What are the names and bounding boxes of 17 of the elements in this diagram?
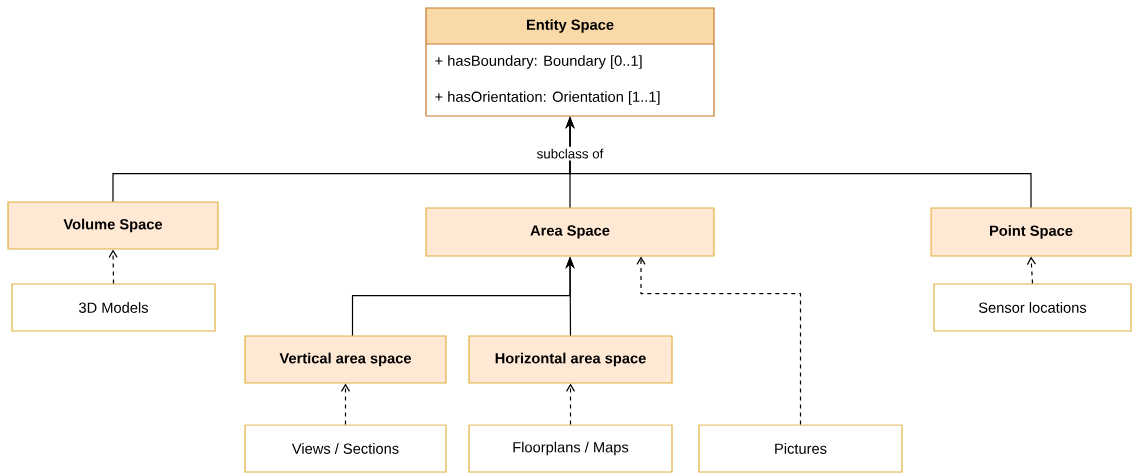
arrow bbox=[565, 383, 576, 425]
example-box: Pictures bbox=[698, 424, 903, 473]
edge-label: subclass of bbox=[534, 146, 606, 161]
arrow bbox=[340, 383, 351, 425]
arrow bbox=[1026, 256, 1037, 284]
class-box: Volume Space bbox=[7, 201, 219, 250]
class-box: Vertical area space bbox=[244, 335, 447, 384]
class-box: Entity Space + hasBoundary: Boundary [0..1] + hasOrientation: Orientation [1..1] bbox=[425, 7, 715, 117]
arrow bbox=[108, 249, 118, 284]
example-box: Sensor locations bbox=[933, 283, 1132, 332]
example-box: Floorplans / Maps bbox=[468, 424, 673, 473]
example-box: 3D Models bbox=[11, 283, 216, 332]
arrow bbox=[636, 256, 802, 425]
class-box: Area Space bbox=[425, 207, 715, 257]
example-box: Views / Sections bbox=[244, 424, 447, 473]
class-box: Horizontal area space bbox=[468, 335, 673, 384]
class-box: Point Space bbox=[930, 207, 1132, 257]
